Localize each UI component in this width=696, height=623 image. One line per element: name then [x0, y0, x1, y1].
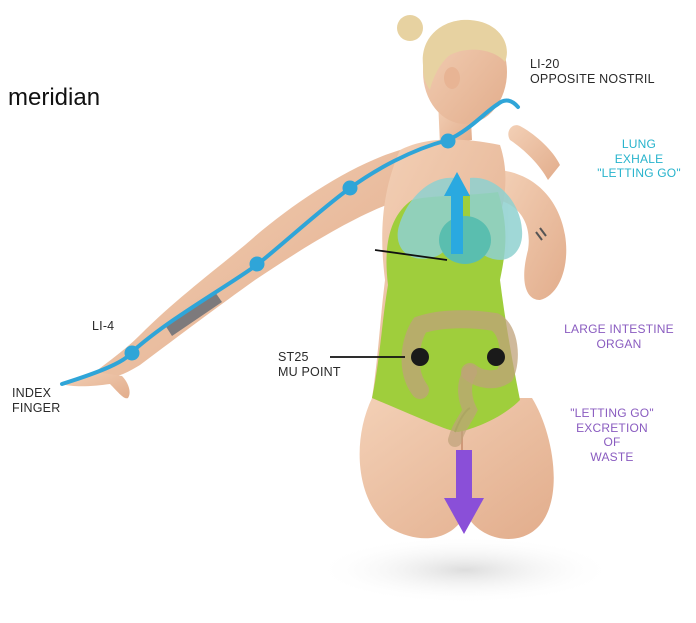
letting-go-label-line-3: OF [562, 435, 662, 450]
floor-reflection [315, 536, 615, 604]
letting-go-label-line-2: EXCRETION [562, 421, 662, 436]
large-intestine-label: LARGE INTESTINE ORGAN [560, 322, 678, 351]
st25-label-line-1: ST25 [278, 350, 341, 365]
lung-label-line-3: "LETTING GO" [594, 166, 684, 181]
mu-point-right [487, 348, 505, 366]
meridian-point-upper-arm [343, 181, 358, 196]
st25-label-line-2: MU POINT [278, 365, 341, 380]
li20-label-line-2: OPPOSITE NOSTRIL [530, 72, 655, 87]
meridian-point-shoulder [441, 134, 456, 149]
index-finger-label-line-2: FINGER [12, 401, 60, 416]
meridian-point-elbow [250, 257, 265, 272]
lung-label-line-2: EXHALE [594, 152, 684, 167]
large-intestine-label-line-2: ORGAN [560, 337, 678, 352]
li4-label: LI-4 [92, 319, 114, 334]
li20-label: LI-20 OPPOSITE NOSTRIL [530, 57, 655, 88]
st25-label: ST25 MU POINT [278, 350, 341, 381]
letting-go-label: "LETTING GO" EXCRETION OF WASTE [562, 406, 662, 465]
letting-go-label-line-1: "LETTING GO" [562, 406, 662, 421]
letting-go-label-line-4: WASTE [562, 450, 662, 465]
lung-label-line-1: LUNG [594, 137, 684, 152]
index-finger-label: INDEX FINGER [12, 386, 60, 417]
li20-label-line-1: LI-20 [530, 57, 655, 72]
mu-point-left [411, 348, 429, 366]
meridian-point-li4 [125, 346, 140, 361]
page-title: meridian [8, 83, 100, 112]
large-intestine-label-line-1: LARGE INTESTINE [560, 322, 678, 337]
index-finger-label-line-1: INDEX [12, 386, 60, 401]
lung-label: LUNG EXHALE "LETTING GO" [594, 137, 684, 181]
head [397, 15, 507, 145]
